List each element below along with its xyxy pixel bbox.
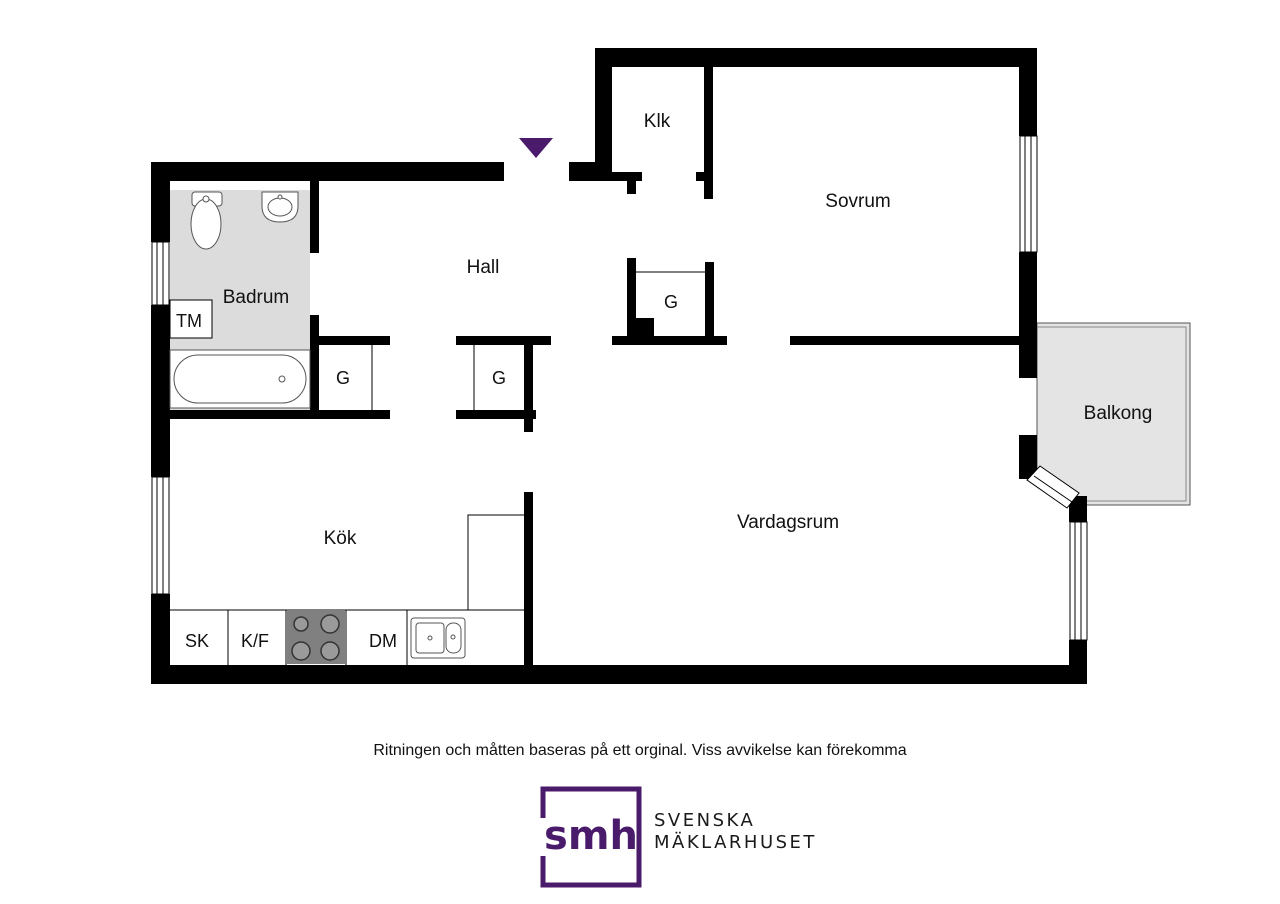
kitchen-counter (170, 609, 524, 665)
windows (151, 135, 1088, 641)
walls (151, 48, 1087, 684)
smh-logo-mark: smh (540, 786, 642, 888)
fixture-label-g-closet-right: G (664, 292, 678, 312)
washbasin-icon (261, 191, 299, 223)
logo-wordmark: SVENSKA MÄKLARHUSET (654, 810, 817, 854)
washing-machine (169, 299, 213, 339)
disclaimer-text: Ritningen och måtten baseras på ett orgi… (373, 742, 907, 759)
fixture-label-tm: TM (176, 311, 202, 331)
fixture-label-dm: DM (369, 631, 397, 651)
fixture-label-sk: SK (185, 631, 209, 651)
room-label-vardagsrum: Vardagsrum (737, 512, 839, 533)
room-label-hall: Hall (467, 257, 500, 278)
room-label-klk: Klk (644, 111, 671, 132)
logo-line-1: SVENSKA (654, 810, 756, 831)
entrance-arrow-icon (519, 138, 553, 158)
fixture-label-g-closet-left: G (336, 368, 350, 388)
room-label-balkong: Balkong (1084, 403, 1153, 424)
logo-mark-text: smh (544, 813, 638, 859)
stove-icon (287, 611, 345, 664)
room-label-kok: Kök (324, 528, 357, 549)
sink-icon (410, 617, 466, 659)
room-label-sovrum: Sovrum (825, 191, 890, 212)
toilet-icon (190, 191, 223, 250)
room-label-badrum: Badrum (223, 287, 290, 308)
fixture-label-kf: K/F (241, 631, 269, 651)
bathtub-icon (169, 349, 311, 409)
fixture-label-g-closet-mid: G (492, 368, 506, 388)
floor-plan: Klk Sovrum Hall Badrum Balkong Kök Varda… (151, 48, 1191, 684)
brand-logo: smh SVENSKA MÄKLARHUSET (540, 786, 870, 890)
logo-line-2: MÄKLARHUSET (654, 832, 817, 853)
closet-lines (371, 271, 705, 610)
